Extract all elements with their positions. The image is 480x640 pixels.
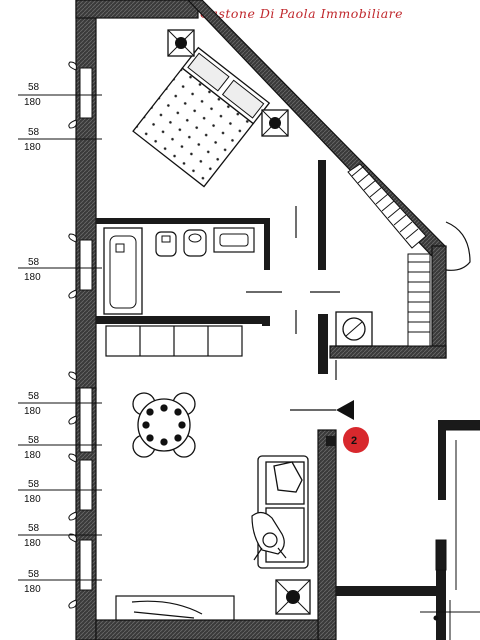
top-wall xyxy=(75,0,199,19)
closet-bottom-wall xyxy=(329,345,447,359)
dimension-1: 58 180 xyxy=(18,82,102,108)
dimension-3: 58 180 xyxy=(18,257,102,283)
svg-text:58: 58 xyxy=(28,569,40,580)
sink xyxy=(213,227,255,253)
svg-text:58: 58 xyxy=(28,82,40,93)
toilet xyxy=(155,231,177,257)
svg-text:58: 58 xyxy=(28,479,40,490)
dimension-5: 58 180 xyxy=(18,435,102,461)
bidet xyxy=(183,229,207,257)
lower-right-wall xyxy=(317,429,337,640)
svg-text:58: 58 xyxy=(28,127,40,138)
nightstand-lamp-right xyxy=(261,109,289,137)
wall-cabinets xyxy=(105,325,243,357)
svg-text:180: 180 xyxy=(24,584,41,595)
agency-watermark: Gastone Di Paola Immobiliare xyxy=(200,6,404,21)
double-bed xyxy=(132,46,271,188)
dimension-labels: 58 180 58 180 58 180 58 180 58 180 58 18… xyxy=(18,82,102,595)
dimension-6: 58 180 xyxy=(18,479,102,505)
svg-text:180: 180 xyxy=(24,538,41,549)
hall-partition xyxy=(326,436,336,446)
closet-right-wall xyxy=(431,245,447,359)
svg-text:58: 58 xyxy=(28,391,40,402)
svg-text:58: 58 xyxy=(28,523,40,534)
nightstand-lamp-left xyxy=(167,29,195,57)
svg-text:180: 180 xyxy=(24,494,41,505)
bottom-wall xyxy=(95,619,319,640)
door-lines xyxy=(246,206,471,411)
washing-machine xyxy=(335,311,373,347)
view-marker: 2 xyxy=(336,400,369,453)
stair-wall-2 xyxy=(438,420,446,500)
left-wall-upper xyxy=(75,0,97,391)
svg-text:180: 180 xyxy=(24,450,41,461)
bath-top-partition xyxy=(96,218,266,224)
dimension-7: 58 180 xyxy=(18,523,102,549)
bath-bottom-partition xyxy=(96,316,270,324)
svg-text:180: 180 xyxy=(24,406,41,417)
svg-text:58: 58 xyxy=(28,257,40,268)
bath-bottom-stub xyxy=(262,316,270,326)
closet-hangers xyxy=(347,163,431,347)
svg-text:180: 180 xyxy=(24,97,41,108)
closet-left-partition xyxy=(318,160,326,270)
window-bumps xyxy=(68,61,77,609)
stair-wall xyxy=(438,420,480,430)
svg-text:58: 58 xyxy=(28,435,40,446)
armchair-person xyxy=(251,511,287,561)
dimension-2: 58 180 xyxy=(18,127,102,153)
stair-wall-3 xyxy=(436,540,446,640)
dining-table xyxy=(132,392,196,458)
stair-wall-4 xyxy=(336,586,436,596)
svg-text:180: 180 xyxy=(24,272,41,283)
dimension-4: 58 180 xyxy=(18,391,102,417)
dimension-8: 58 180 xyxy=(18,569,102,595)
kitchen-counter xyxy=(115,595,235,621)
stairs xyxy=(420,429,480,640)
bathtub xyxy=(103,227,143,315)
svg-text:2: 2 xyxy=(351,435,357,447)
tv-stand xyxy=(275,579,311,615)
svg-text:180: 180 xyxy=(24,142,41,153)
closet-left-lower xyxy=(318,314,328,374)
interior-walls xyxy=(96,160,336,446)
windows xyxy=(79,67,93,591)
bath-right-partition xyxy=(264,218,270,270)
